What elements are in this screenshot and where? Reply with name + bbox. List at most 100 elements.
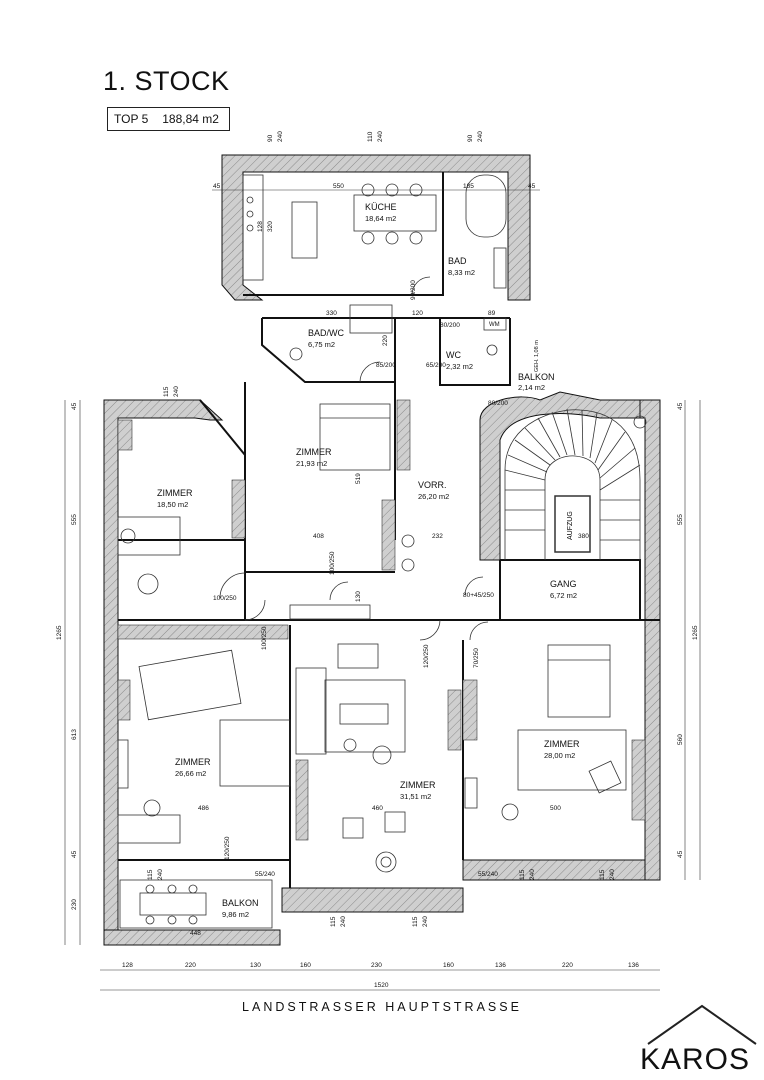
dim-inner-7: 500 <box>550 805 561 812</box>
aufzug-label: AUFZUG <box>567 511 574 540</box>
dim-right-1: 555 <box>677 514 684 525</box>
dim-bottom-3: 160 <box>300 962 311 969</box>
dim-window-7-w: 115 <box>599 869 606 880</box>
dim-top-3: 45 <box>528 183 536 190</box>
dim-door-12: 55/240 <box>255 871 275 878</box>
furniture <box>117 174 627 929</box>
unit-area-box: TOP 5 188,84 m2 <box>107 107 230 131</box>
room-wc-area: 2,32 m2 <box>446 362 473 371</box>
dim-door-4: 80/200 <box>488 400 508 407</box>
dim-inner-10: 519 <box>355 473 362 484</box>
dim-door-3: 65/200 <box>426 362 446 369</box>
room-zimmer-center-area: 21,93 m2 <box>296 459 327 468</box>
room-wc-name: WC <box>446 350 461 360</box>
room-zimmer-sw-name: ZIMMER <box>175 757 211 767</box>
room-vorr-name: VORR. <box>418 480 447 490</box>
wall-west <box>103 399 224 946</box>
room-balkon-name: BALKON <box>222 898 259 908</box>
dim-inner-12: 320 <box>267 221 274 232</box>
dim-window-6-w: 115 <box>519 869 526 880</box>
dim-window-0-h: 240 <box>277 131 284 142</box>
dim-window-3-w: 115 <box>163 386 170 397</box>
dim-bottom-total: 1520 <box>374 982 389 989</box>
room-vorr-area: 26,20 m2 <box>418 492 449 501</box>
room-badwc-name: BAD/WC <box>308 328 345 338</box>
room-labels: KÜCHE 18,64 m2 BAD 8,33 m2 BAD/WC 6,75 m… <box>157 202 580 919</box>
dim-bottom-0: 128 <box>122 962 133 969</box>
geh-label: GEH. 1,08 m <box>534 340 540 372</box>
dim-inner-3: 408 <box>313 533 324 540</box>
dim-right-4: 45 <box>677 850 684 858</box>
dim-window-0-w: 90 <box>267 134 274 142</box>
staircase <box>504 408 647 560</box>
dim-right-2: 1265 <box>692 625 699 640</box>
dim-inner-9: 380 <box>578 533 589 540</box>
karos-logo: KAROS <box>640 998 764 1080</box>
dim-inner-6: 460 <box>372 805 383 812</box>
dim-top-0: 45 <box>213 183 221 190</box>
dim-door-5: 100/250 <box>213 595 237 602</box>
dim-inner-14: 220 <box>382 335 389 346</box>
dim-window-4-h: 240 <box>340 916 347 927</box>
dim-window-5-h: 240 <box>422 916 429 927</box>
dimension-text: 45 550 185 45 128 220 130 160 230 160 13… <box>56 131 699 989</box>
dim-inner-5: 486 <box>198 805 209 812</box>
dim-top-2: 185 <box>463 183 474 190</box>
wall-south-bay <box>281 887 464 913</box>
unit-label: TOP 5 <box>114 112 149 126</box>
room-kueche-name: KÜCHE <box>365 202 397 212</box>
room-zimmer-s-name: ZIMMER <box>400 780 436 790</box>
house-roof-icon <box>647 1004 757 1045</box>
dim-inner-1: 120 <box>412 310 423 317</box>
dim-left-0: 45 <box>71 402 78 410</box>
dim-door-1: 80/200 <box>440 322 460 329</box>
dim-window-6-h: 240 <box>529 869 536 880</box>
dim-door-10: 70/250 <box>473 648 480 668</box>
dim-window-5-w: 115 <box>412 916 419 927</box>
dim-bottom-5: 160 <box>443 962 454 969</box>
room-kueche-area: 18,64 m2 <box>365 214 396 223</box>
room-zimmer-s-area: 31,51 m2 <box>400 792 431 801</box>
dim-bottom-1: 220 <box>185 962 196 969</box>
unit-total-area: 188,84 m2 <box>162 112 219 126</box>
wm-label: WM <box>489 322 500 328</box>
dim-window-7-h: 240 <box>609 869 616 880</box>
room-balkon-area: 9,86 m2 <box>222 910 249 919</box>
room-badwc-area: 6,75 m2 <box>308 340 335 349</box>
dim-left-3: 613 <box>71 729 78 740</box>
dim-inner-0: 330 <box>326 310 337 317</box>
dim-window-2-h: 240 <box>477 131 484 142</box>
room-zimmer-nw-area: 18,50 m2 <box>157 500 188 509</box>
room-zimmer-se-name: ZIMMER <box>544 739 580 749</box>
dim-left-1: 555 <box>71 514 78 525</box>
room-bad-name: BAD <box>448 256 467 266</box>
dim-left-5: 230 <box>71 899 78 910</box>
dim-inner-4: 232 <box>432 533 443 540</box>
dim-door-6: 100/250 <box>261 626 268 650</box>
dim-door-8: 80+45/250 <box>463 592 494 599</box>
dim-bottom-2: 130 <box>250 962 261 969</box>
room-balkon-small-area: 2,14 m2 <box>518 383 545 392</box>
dim-door-13: 55/240 <box>478 871 498 878</box>
dim-inner-2: 89 <box>488 310 496 317</box>
dim-bottom-4: 230 <box>371 962 382 969</box>
dim-window-3-h: 240 <box>173 386 180 397</box>
dim-window-4-w: 115 <box>330 916 337 927</box>
room-gang-name: GANG <box>550 579 577 589</box>
wall-south <box>103 929 281 946</box>
wardrobes <box>117 399 646 841</box>
dim-right-0: 45 <box>677 402 684 410</box>
dim-bottom-6: 136 <box>495 962 506 969</box>
dim-door-11: 120/250 <box>224 836 231 860</box>
doors <box>219 276 489 641</box>
dim-top-1: 550 <box>333 183 344 190</box>
room-zimmer-center-name: ZIMMER <box>296 447 332 457</box>
floor-title: 1. STOCK <box>103 66 230 96</box>
room-zimmer-se-area: 28,00 m2 <box>544 751 575 760</box>
room-balkon-small-name: BALKON <box>518 372 555 382</box>
dim-bottom-8: 136 <box>628 962 639 969</box>
dim-right-3: 560 <box>677 734 684 745</box>
dim-window-8-w: 115 <box>147 869 154 880</box>
inner-walls <box>118 172 660 888</box>
